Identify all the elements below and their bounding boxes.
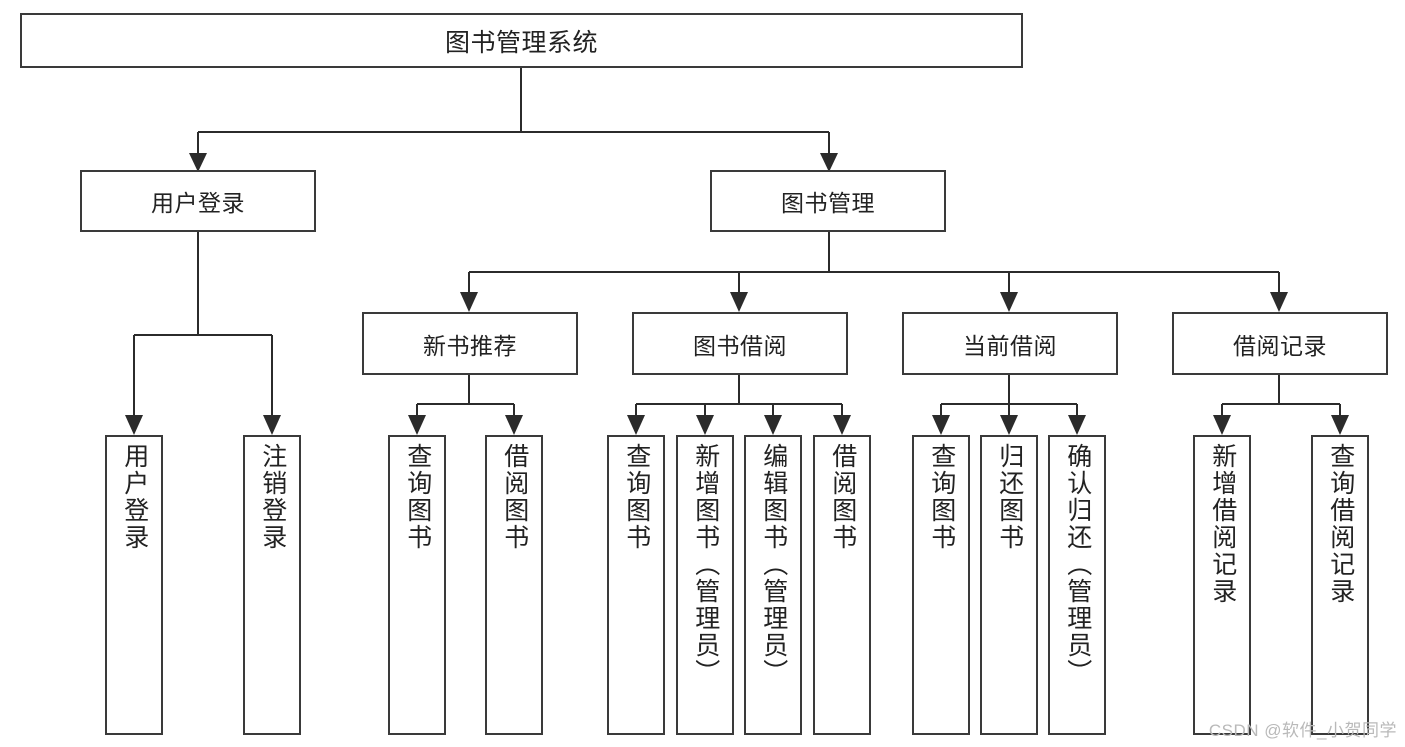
node-leaf-confirm-return-admin-label: 确认归还（管理员） bbox=[1063, 443, 1092, 686]
node-current-borrow-label: 当前借阅 bbox=[963, 332, 1057, 359]
node-leaf-confirm-return-admin[interactable]: 确认归还（管理员） bbox=[1048, 435, 1106, 735]
node-user-login[interactable]: 用户登录 bbox=[80, 170, 316, 232]
node-leaf-query-book-1-label: 查询图书 bbox=[403, 443, 432, 551]
node-borrow-records-label: 借阅记录 bbox=[1233, 332, 1327, 359]
node-leaf-add-book-admin-label: 新增图书（管理员） bbox=[691, 443, 720, 686]
node-book-borrow-label: 图书借阅 bbox=[693, 332, 787, 359]
node-leaf-query-book-1[interactable]: 查询图书 bbox=[388, 435, 446, 735]
node-leaf-query-borrow-record[interactable]: 查询借阅记录 bbox=[1311, 435, 1369, 735]
arrowhead-leaf-return-book bbox=[1000, 415, 1018, 435]
node-leaf-borrow-book-1-label: 借阅图书 bbox=[500, 443, 529, 551]
node-leaf-user-login[interactable]: 用户登录 bbox=[105, 435, 163, 735]
node-user-login-label: 用户登录 bbox=[151, 190, 245, 216]
node-leaf-edit-book-admin-label: 编辑图书（管理员） bbox=[759, 443, 788, 686]
node-leaf-query-book-2-label: 查询图书 bbox=[622, 443, 651, 551]
node-leaf-query-book-3[interactable]: 查询图书 bbox=[912, 435, 970, 735]
node-root-label: 图书管理系统 bbox=[444, 28, 598, 57]
arrowhead-leaf-query-record bbox=[1331, 415, 1349, 435]
arrowhead-leaf-confirm-return bbox=[1068, 415, 1086, 435]
node-leaf-query-borrow-record-label: 查询借阅记录 bbox=[1326, 443, 1355, 605]
node-leaf-borrow-book-1[interactable]: 借阅图书 bbox=[485, 435, 543, 735]
node-leaf-add-borrow-record-label: 新增借阅记录 bbox=[1208, 443, 1237, 605]
node-leaf-query-book-2[interactable]: 查询图书 bbox=[607, 435, 665, 735]
arrowhead-leaf-query-book-3 bbox=[932, 415, 950, 435]
node-book-management[interactable]: 图书管理 bbox=[710, 170, 946, 232]
node-leaf-edit-book-admin[interactable]: 编辑图书（管理员） bbox=[744, 435, 802, 735]
node-leaf-add-borrow-record[interactable]: 新增借阅记录 bbox=[1193, 435, 1251, 735]
node-current-borrow[interactable]: 当前借阅 bbox=[902, 312, 1118, 375]
node-leaf-return-book-label: 归还图书 bbox=[995, 443, 1024, 551]
arrowhead-leaf-edit-book bbox=[764, 415, 782, 435]
node-book-management-label: 图书管理 bbox=[781, 190, 875, 216]
node-leaf-return-book[interactable]: 归还图书 bbox=[980, 435, 1038, 735]
node-new-book-recommend[interactable]: 新书推荐 bbox=[362, 312, 578, 375]
arrowhead-leaf-add-book bbox=[696, 415, 714, 435]
node-leaf-logout-label: 注销登录 bbox=[258, 443, 287, 551]
arrowhead-current bbox=[1000, 292, 1018, 312]
node-leaf-query-book-3-label: 查询图书 bbox=[927, 443, 956, 551]
arrowhead-leaf-user-login bbox=[125, 415, 143, 435]
arrowhead-newbooks bbox=[460, 292, 478, 312]
arrowhead-leaf-add-record bbox=[1213, 415, 1231, 435]
arrowhead-leaf-borrow-book-2 bbox=[833, 415, 851, 435]
arrowhead-records bbox=[1270, 292, 1288, 312]
node-book-borrow[interactable]: 图书借阅 bbox=[632, 312, 848, 375]
node-root-system[interactable]: 图书管理系统 bbox=[20, 13, 1023, 68]
arrowhead-leaf-borrow-book-1 bbox=[505, 415, 523, 435]
arrowhead-leaf-query-book-1 bbox=[408, 415, 426, 435]
arrowhead-borrow bbox=[730, 292, 748, 312]
node-leaf-user-login-label: 用户登录 bbox=[120, 443, 149, 551]
node-leaf-borrow-book-2[interactable]: 借阅图书 bbox=[813, 435, 871, 735]
node-leaf-logout[interactable]: 注销登录 bbox=[243, 435, 301, 735]
watermark-text: CSDN @软件_小贺同学 bbox=[1208, 721, 1397, 740]
arrowhead-leaf-logout bbox=[263, 415, 281, 435]
node-new-book-recommend-label: 新书推荐 bbox=[423, 332, 517, 359]
node-leaf-borrow-book-2-label: 借阅图书 bbox=[828, 443, 857, 551]
node-leaf-add-book-admin[interactable]: 新增图书（管理员） bbox=[676, 435, 734, 735]
node-borrow-records[interactable]: 借阅记录 bbox=[1172, 312, 1388, 375]
arrowhead-leaf-query-book-2 bbox=[627, 415, 645, 435]
